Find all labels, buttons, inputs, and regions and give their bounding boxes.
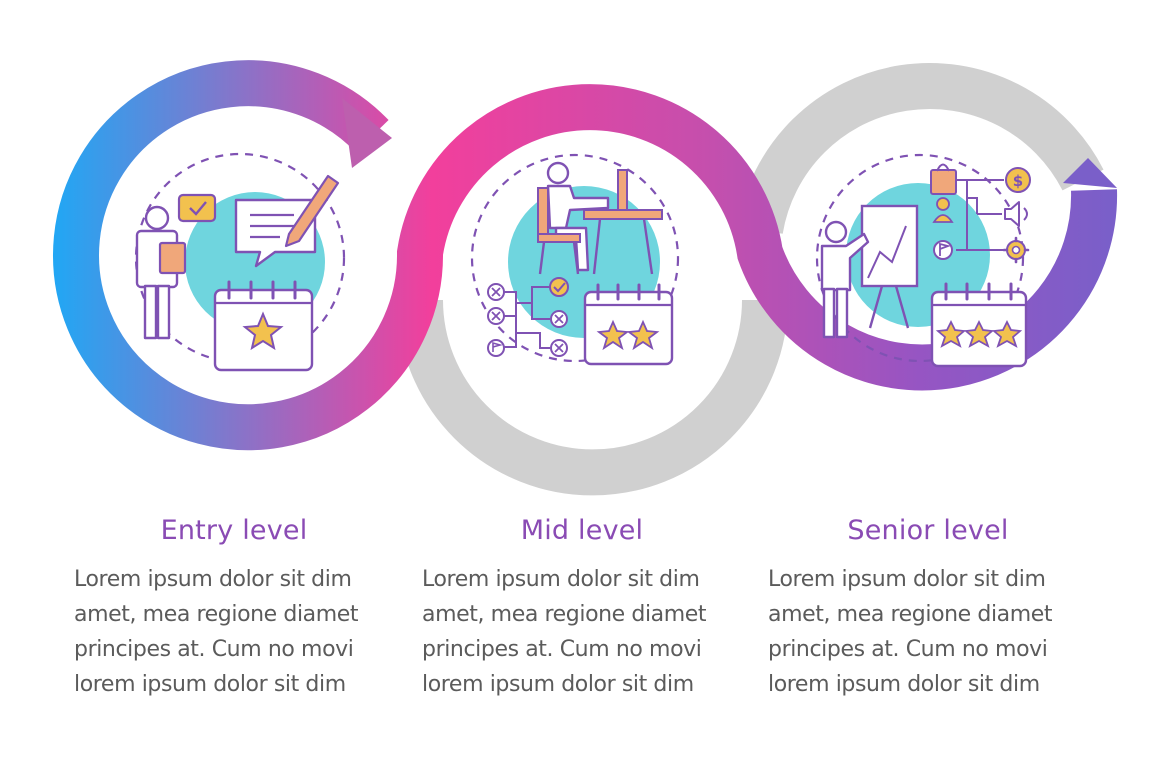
step-description: Lorem ipsum dolor sit dim amet, mea regi…: [768, 567, 1053, 697]
manager-presentation-icon: $: [815, 153, 1031, 368]
grey-ring-middle: [397, 299, 788, 496]
grey-ring-right: [737, 63, 1104, 235]
employee-feedback-icon: [134, 152, 346, 372]
step-title: Entry level: [160, 515, 308, 546]
step-mid: Mid level Lorem ipsum dolor sit dim amet…: [422, 515, 742, 702]
step-title: Senior level: [847, 515, 1009, 546]
ribbon-end-arrow-tip: [1063, 158, 1117, 188]
svg-text:$: $: [1013, 172, 1023, 190]
step-entry: Entry level Lorem ipsum dolor sit dim am…: [74, 515, 394, 702]
step-description: Lorem ipsum dolor sit dim amet, mea regi…: [422, 567, 707, 697]
step-title: Mid level: [520, 515, 644, 546]
worker-at-desk-icon: [470, 153, 680, 366]
step-senior: Senior level Lorem ipsum dolor sit dim a…: [768, 515, 1088, 702]
ribbon-start-arrow-tip: [342, 98, 392, 168]
gradient-ribbon: [53, 60, 1118, 451]
step-description: Lorem ipsum dolor sit dim amet, mea regi…: [74, 567, 359, 697]
